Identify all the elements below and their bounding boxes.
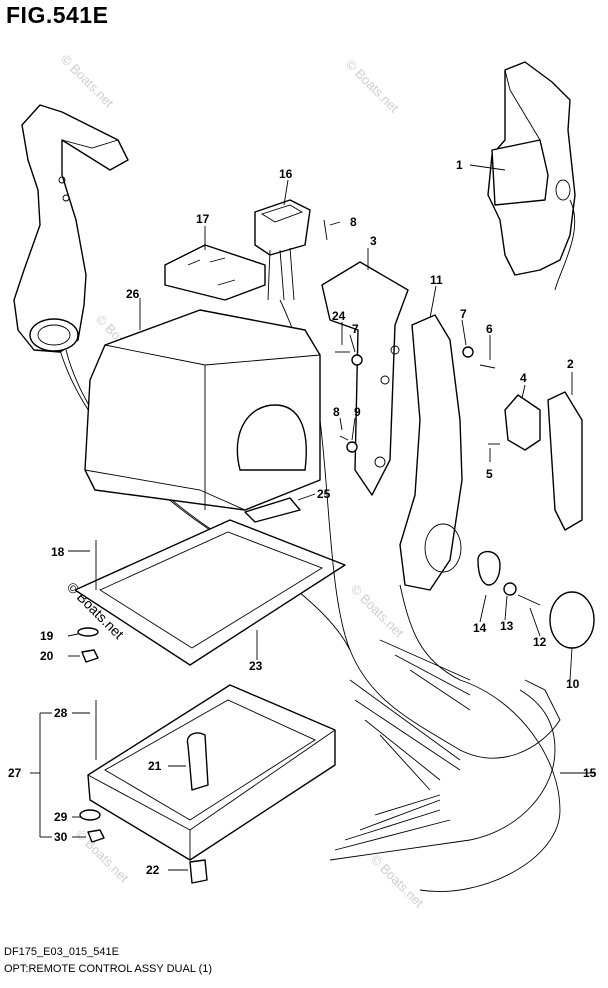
watermark-text: © Boats.net bbox=[58, 52, 117, 111]
callouts: 1 2 3 4 5 6 7 7 8 8 9 10 11 12 13 14 15 … bbox=[8, 158, 597, 877]
small-parts bbox=[77, 219, 595, 884]
callout-4: 4 bbox=[520, 371, 527, 385]
callout-1: 1 bbox=[456, 158, 463, 172]
callout-19: 19 bbox=[40, 629, 54, 643]
callout-13: 13 bbox=[500, 619, 514, 633]
bracket-part bbox=[164, 244, 266, 301]
callout-16: 16 bbox=[279, 167, 293, 181]
callout-8a: 8 bbox=[350, 215, 357, 229]
callout-18: 18 bbox=[51, 545, 65, 559]
watermark-text: © Boats.net bbox=[348, 582, 407, 641]
callout-22: 22 bbox=[146, 863, 160, 877]
callout-2: 2 bbox=[567, 357, 574, 371]
callout-14: 14 bbox=[473, 621, 487, 635]
callout-28: 28 bbox=[54, 706, 68, 720]
callout-20: 20 bbox=[40, 649, 54, 663]
callout-8b: 8 bbox=[333, 405, 340, 419]
callout-15: 15 bbox=[583, 766, 597, 780]
callout-9: 9 bbox=[354, 405, 361, 419]
control-lever-left bbox=[13, 104, 351, 651]
callout-21: 21 bbox=[148, 759, 162, 773]
watermark-text: © Boats.net bbox=[368, 852, 427, 911]
callout-26: 26 bbox=[126, 287, 140, 301]
plate-part bbox=[321, 261, 409, 496]
callout-30: 30 bbox=[54, 830, 68, 844]
callout-7b: 7 bbox=[352, 322, 359, 336]
callout-3: 3 bbox=[370, 234, 377, 248]
callout-5: 5 bbox=[486, 467, 493, 481]
callout-25: 25 bbox=[317, 487, 331, 501]
callout-10: 10 bbox=[566, 677, 580, 691]
leader-lines bbox=[30, 164, 595, 871]
lever-arm-part bbox=[399, 314, 463, 591]
wire-harness bbox=[319, 419, 561, 892]
callout-12: 12 bbox=[533, 635, 547, 649]
callout-29: 29 bbox=[54, 810, 68, 824]
control-body-upper bbox=[487, 61, 576, 291]
figure-code: DF175_E03_015_541E bbox=[4, 946, 119, 958]
callout-11: 11 bbox=[430, 273, 443, 287]
gasket-part bbox=[74, 519, 346, 666]
callout-24: 24 bbox=[332, 309, 346, 323]
callout-17: 17 bbox=[196, 212, 210, 226]
figure-title: FIG.541E bbox=[6, 2, 109, 28]
watermark-text: © Boats.net bbox=[343, 57, 402, 116]
callout-6: 6 bbox=[486, 322, 493, 336]
base-part bbox=[87, 684, 336, 861]
cover-part bbox=[84, 309, 321, 511]
callout-27: 27 bbox=[8, 766, 22, 780]
callout-7a: 7 bbox=[460, 307, 467, 321]
callout-23: 23 bbox=[249, 659, 263, 673]
figure-caption: OPT:REMOTE CONTROL ASSY DUAL (1) bbox=[4, 963, 213, 975]
